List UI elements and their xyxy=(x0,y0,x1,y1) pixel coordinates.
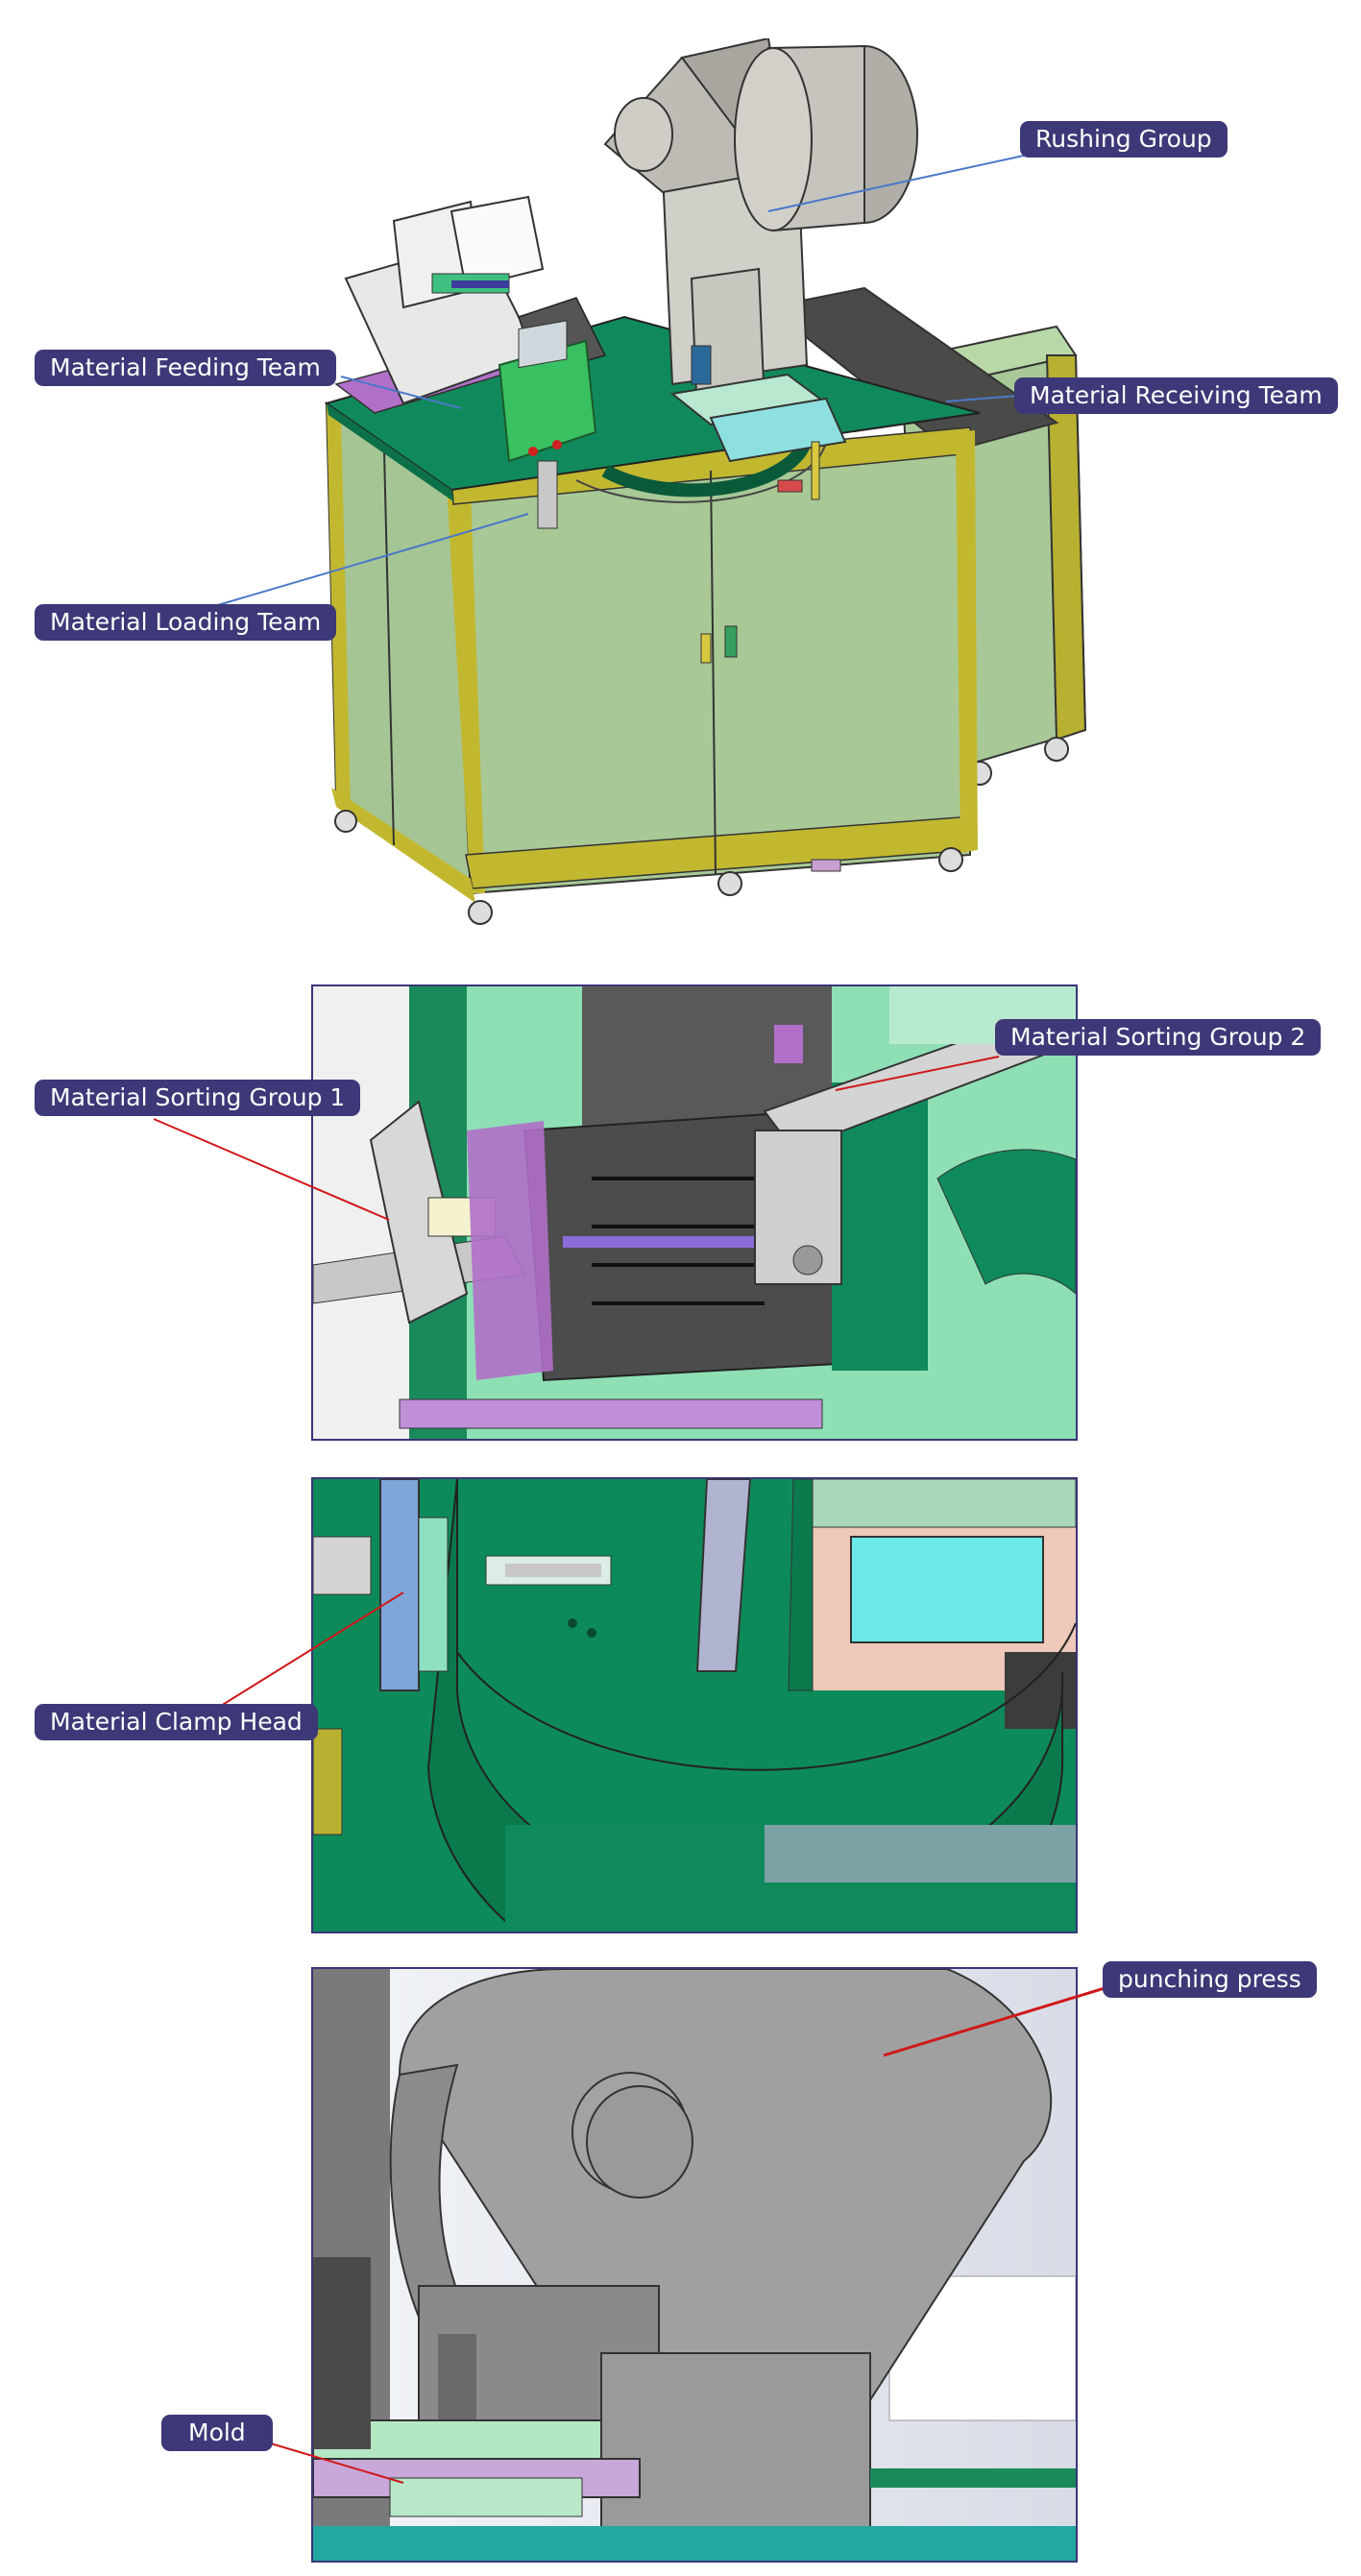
machine-overview-illustration xyxy=(288,38,1229,941)
clamp-detail-drawing xyxy=(313,1479,1076,1932)
label-rushing-group: Rushing Group xyxy=(1020,121,1227,158)
label-material-sorting-group-2: Material Sorting Group 2 xyxy=(995,1019,1322,1056)
label-material-loading-team: Material Loading Team xyxy=(35,604,337,641)
label-material-receiving-team: Material Receiving Team xyxy=(1014,377,1338,414)
label-material-clamp-head: Material Clamp Head xyxy=(35,1704,318,1740)
label-mold: Mold xyxy=(161,2415,273,2451)
sorting-detail-panel xyxy=(311,984,1078,1441)
label-material-sorting-group-1: Material Sorting Group 1 xyxy=(35,1080,361,1116)
machine-overview-drawing xyxy=(324,38,1087,925)
press-detail-panel xyxy=(311,1967,1078,2563)
clamp-detail-panel xyxy=(311,1477,1078,1933)
sorting-detail-drawing xyxy=(313,986,1076,1439)
label-punching-press: punching press xyxy=(1103,1961,1317,1998)
press-detail-drawing xyxy=(313,1969,1076,2561)
label-material-feeding-team: Material Feeding Team xyxy=(35,350,336,386)
